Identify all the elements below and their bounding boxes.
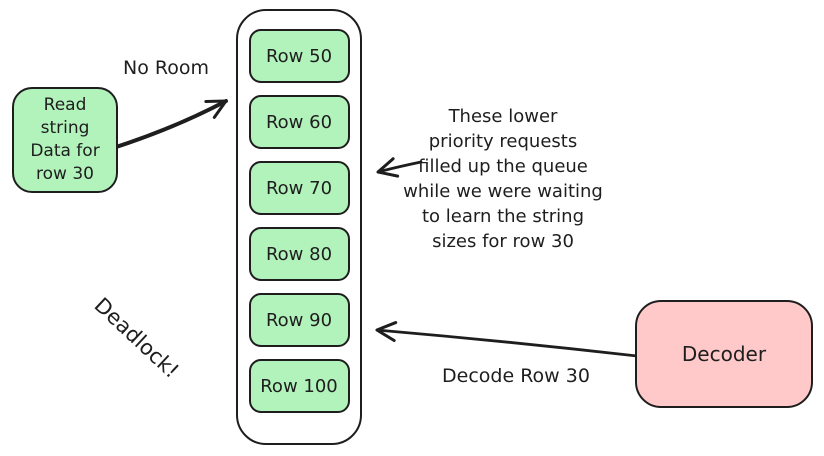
queue-row: Row 90 (248, 293, 350, 347)
queue-row: Row 70 (248, 161, 350, 215)
request-box-line: row 30 (36, 164, 94, 184)
no-room-label: No Room (123, 57, 209, 79)
queue-row: Row 50 (248, 29, 350, 83)
queue-annotation: These lower priority requests filled up … (386, 104, 620, 254)
no-room-arrow (111, 99, 228, 150)
annotation-line: to learn the string (421, 206, 585, 227)
decode-arrow (375, 321, 639, 358)
decoder-box: Decoder (635, 300, 813, 408)
queue-row: Row 80 (248, 227, 350, 281)
queue-container: Row 50 Row 60 Row 70 Row 80 Row 90 Row 1… (236, 9, 362, 445)
deadlock-label: Deadlock! (89, 293, 184, 383)
request-box-line: string (40, 118, 90, 138)
annotation-line: These lower (448, 106, 558, 127)
request-box-line: Data for (30, 141, 100, 161)
queue-row: Row 100 (248, 359, 350, 413)
read-request-box: Read string Data for row 30 (12, 87, 118, 193)
decoder-box-label: Decoder (681, 342, 767, 366)
annotation-line: while we were waiting (403, 181, 603, 202)
decode-row-label: Decode Row 30 (442, 365, 590, 387)
annotation-line: filled up the queue (418, 156, 588, 177)
queue-row: Row 60 (248, 95, 350, 149)
request-box-line: Read (43, 95, 87, 115)
annotation-line: sizes for row 30 (432, 231, 574, 252)
annotation-line: priority requests (428, 131, 578, 152)
